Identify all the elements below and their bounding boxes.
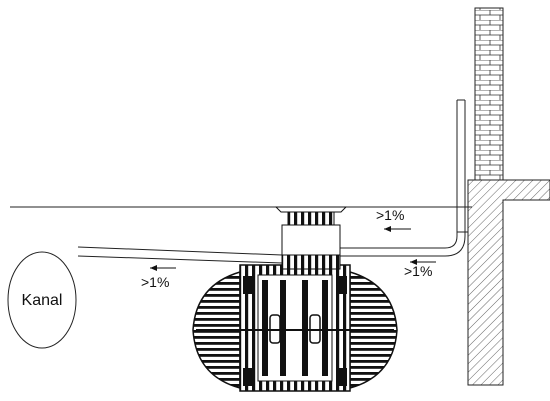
svg-text:>1%: >1% bbox=[404, 263, 432, 279]
rainwater-tank bbox=[192, 264, 398, 392]
slope-marker-right: >1% bbox=[404, 259, 436, 279]
overflow-pipe bbox=[77, 246, 283, 264]
foundation-hatch bbox=[467, 179, 550, 386]
kanal-label: Kanal bbox=[22, 292, 63, 309]
svg-text:>1%: >1% bbox=[376, 207, 404, 223]
tank-cover bbox=[274, 206, 348, 213]
slope-marker-left: >1% bbox=[141, 265, 176, 290]
svg-text:>1%: >1% bbox=[141, 274, 169, 290]
brick-wall bbox=[474, 7, 504, 181]
kanal-ellipse bbox=[7, 251, 77, 349]
tank-neck bbox=[274, 206, 348, 270]
building-wall bbox=[467, 7, 550, 386]
slope-marker-upper: >1% bbox=[376, 207, 411, 232]
downpipe bbox=[305, 99, 466, 257]
